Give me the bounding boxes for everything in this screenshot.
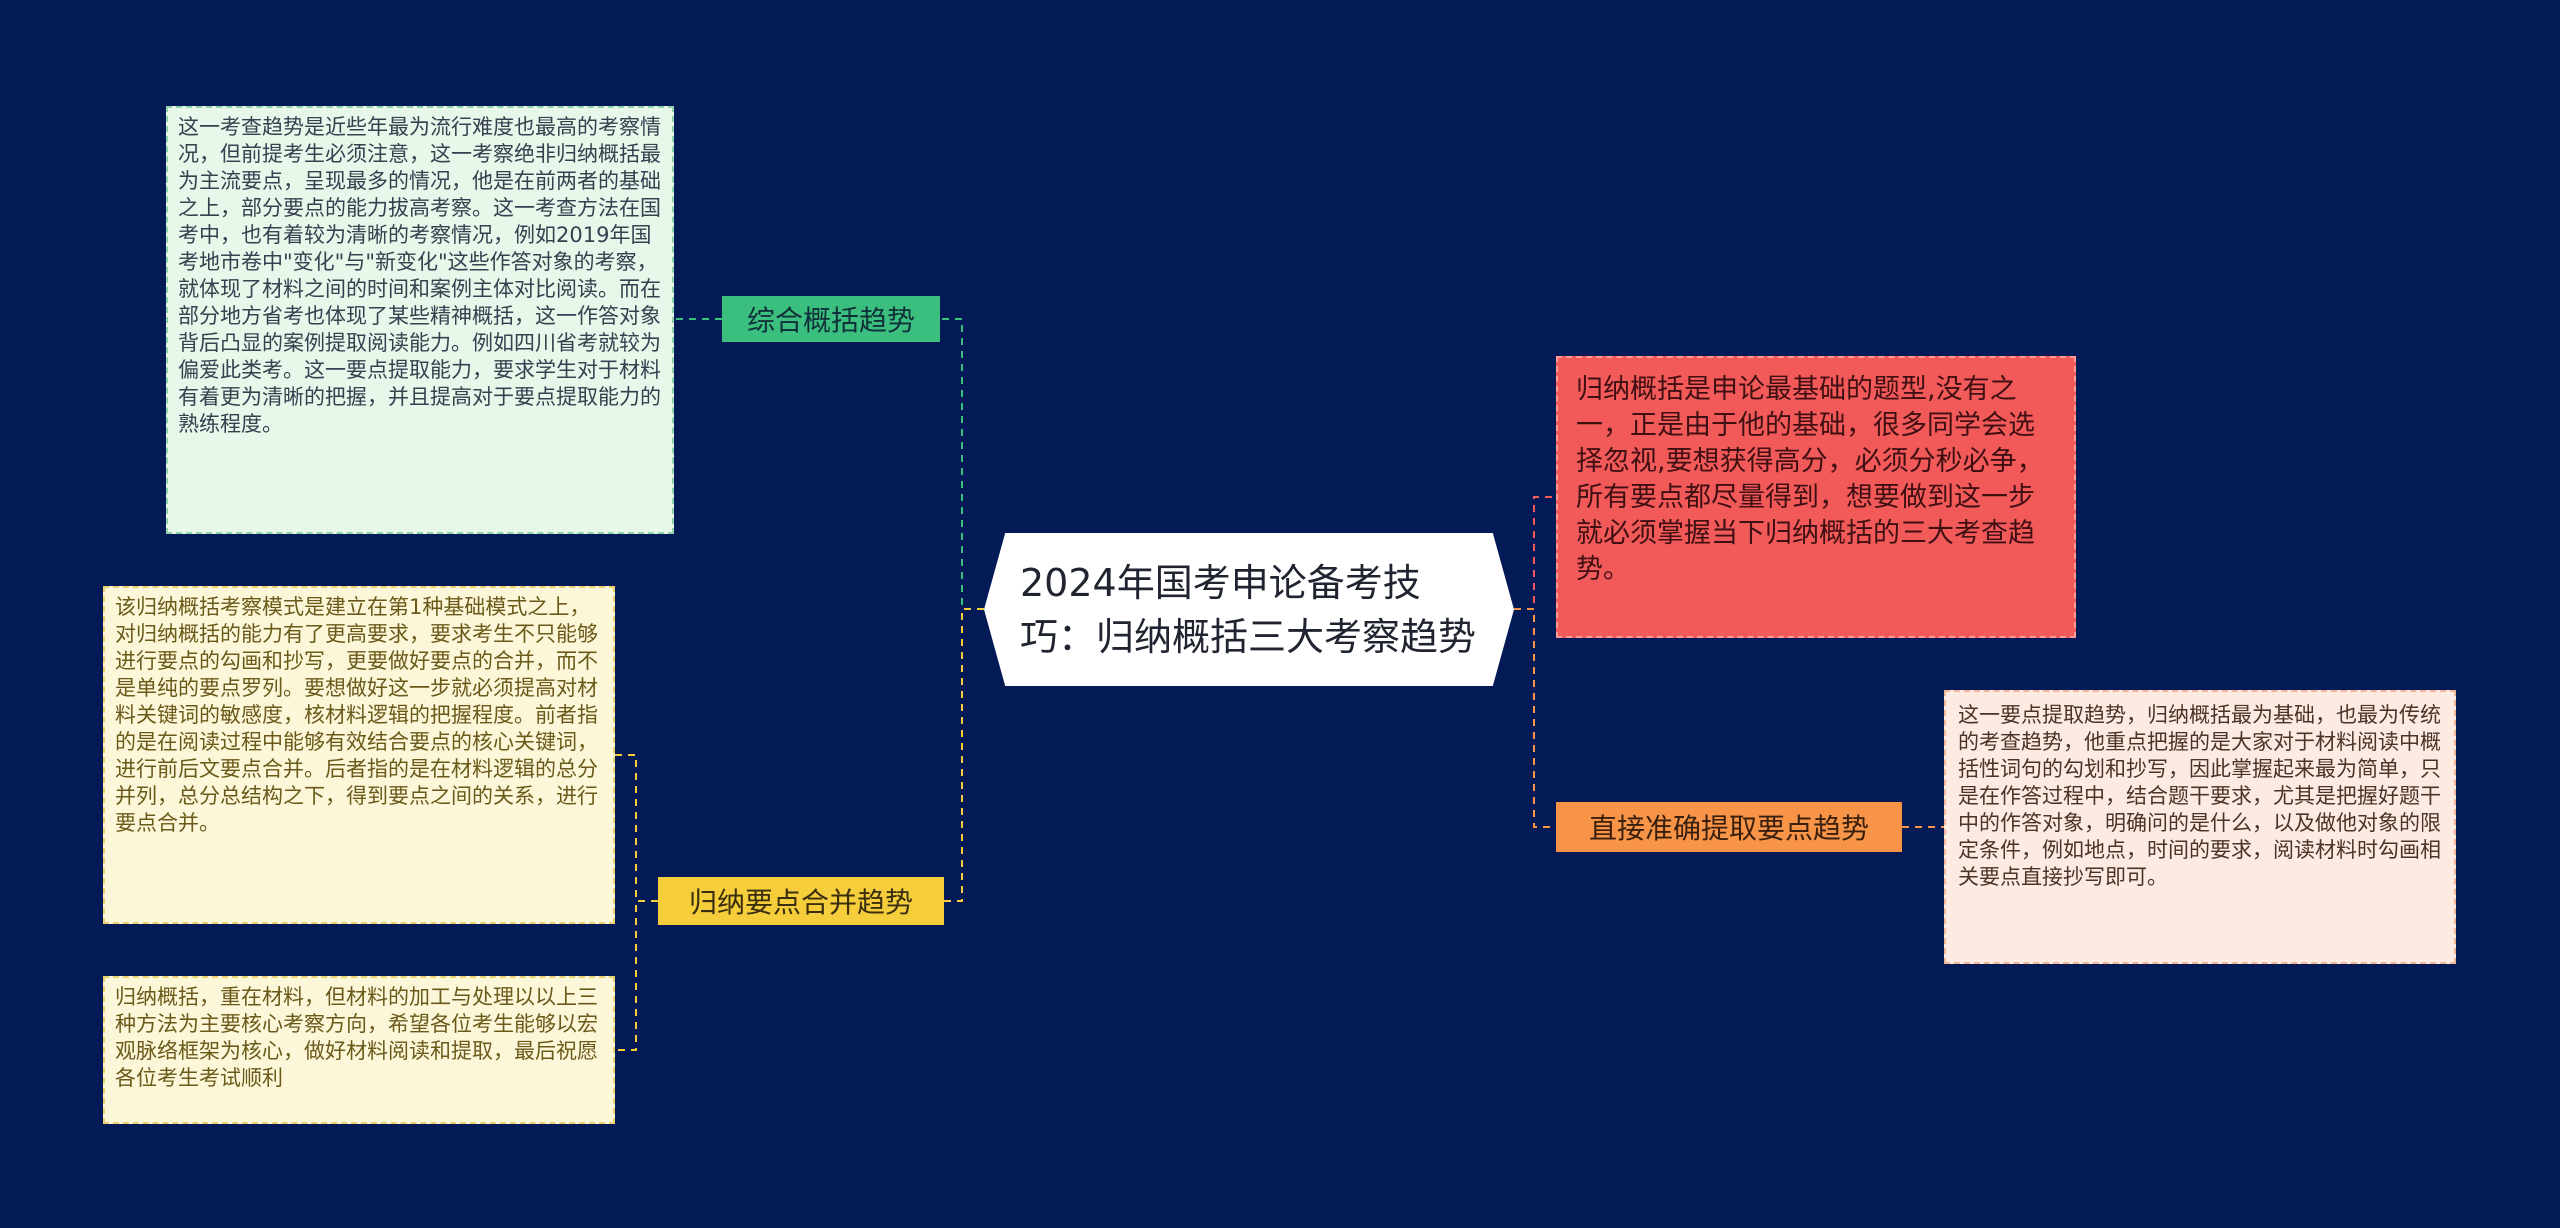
branch-label: 归纳要点合并趋势 (688, 886, 913, 919)
link-root-b1 (940, 318, 984, 610)
branch-direct-extraction[interactable]: 直接准确提取要点趋势 (1556, 802, 1902, 852)
note-text: 这一要点提取趋势，归纳概括最为基础，也最为传统的考查趋势，他重点把握的是大家对于… (1958, 703, 2441, 889)
note-merge-points[interactable]: 该归纳概括考察模式是建立在第1种基础模式之上，对归纳概括的能力有了更高要求，要求… (103, 586, 615, 924)
link-b2-n3 (615, 900, 658, 1051)
note-comprehensive-summary[interactable]: 这一考查趋势是近些年最为流行难度也最高的考察情况，但前提考生必须注意，这一考察绝… (166, 106, 674, 534)
link-root-b3 (1514, 608, 1556, 828)
branch-comprehensive-summary[interactable]: 综合概括趋势 (722, 296, 940, 342)
root-topic-label: 2024年国考申论备考技巧：归纳概括三大考察趋势 (1020, 560, 1477, 659)
note-text: 这一考查趋势是近些年最为流行难度也最高的考察情况，但前提考生必须注意，这一考察绝… (178, 115, 661, 436)
note-closing-remarks[interactable]: 归纳概括，重在材料，但材料的加工与处理以以上三种方法为主要核心考察方向，希望各位… (103, 976, 615, 1124)
link-root-b4 (1514, 496, 1556, 610)
note-text: 归纳概括，重在材料，但材料的加工与处理以以上三种方法为主要核心考察方向，希望各位… (115, 985, 598, 1090)
root-topic[interactable]: 2024年国考申论备考技巧：归纳概括三大考察趋势 (984, 533, 1514, 686)
link-b2-n2 (615, 754, 658, 902)
branch-intro[interactable]: 归纳概括是申论最基础的题型,没有之一，正是由于他的基础，很多同学会选择忽视,要想… (1556, 356, 2076, 638)
branch-merge-points[interactable]: 归纳要点合并趋势 (658, 877, 944, 925)
note-direct-extraction[interactable]: 这一要点提取趋势，归纳概括最为基础，也最为传统的考查趋势，他重点把握的是大家对于… (1944, 690, 2456, 964)
branch-label: 综合概括趋势 (746, 304, 915, 337)
link-root-b2 (944, 608, 984, 902)
branch-label: 直接准确提取要点趋势 (1588, 812, 1869, 845)
note-text: 该归纳概括考察模式是建立在第1种基础模式之上，对归纳概括的能力有了更高要求，要求… (115, 595, 598, 835)
branch-label: 归纳概括是申论最基础的题型,没有之一，正是由于他的基础，很多同学会选择忽视,要想… (1576, 374, 2044, 585)
